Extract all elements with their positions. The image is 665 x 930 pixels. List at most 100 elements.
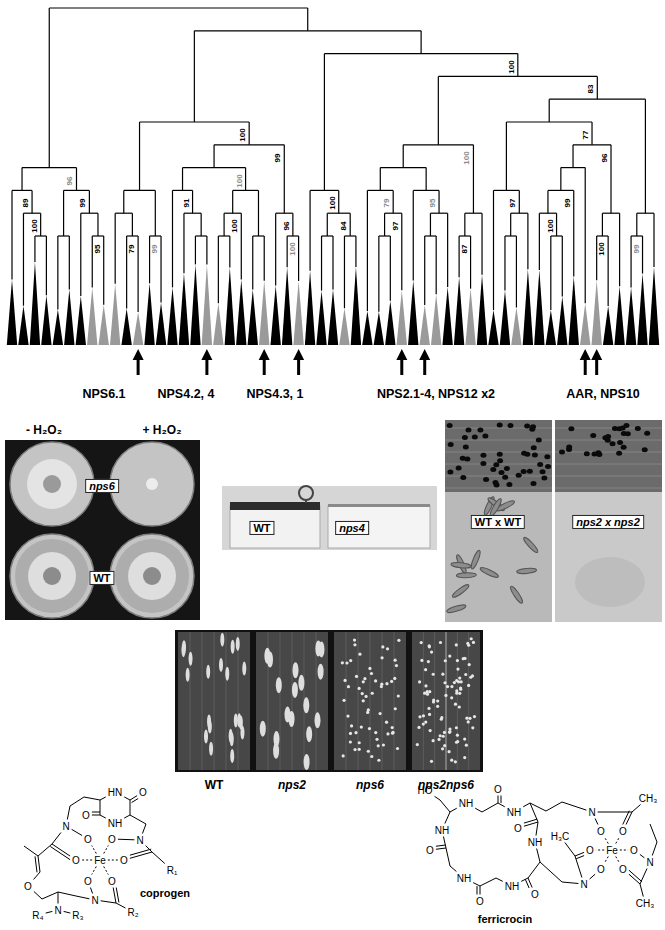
chemical-bond	[640, 854, 644, 857]
tree-branch	[539, 213, 540, 270]
lesion	[391, 732, 394, 735]
tree-branch	[473, 145, 474, 213]
lesion	[472, 641, 475, 644]
tree-branch	[139, 122, 140, 190]
lesion	[396, 747, 399, 750]
lesion	[209, 742, 213, 756]
lesion	[426, 693, 429, 696]
atom-label: CH₃	[636, 898, 655, 909]
tree-branch	[464, 213, 465, 236]
tree-branch	[591, 122, 592, 145]
chemical-bond	[540, 862, 562, 882]
chemical-bond	[530, 803, 546, 811]
chemical-bond	[562, 882, 578, 883]
pseudothecium	[497, 452, 503, 457]
leaf-vein	[423, 632, 424, 770]
bootstrap-value: 77	[582, 130, 590, 141]
tree-branch	[424, 236, 425, 305]
chemical-bond	[101, 901, 116, 903]
pseudothecium	[466, 427, 472, 432]
chemical-bond	[116, 888, 119, 903]
tree-branch	[630, 236, 631, 287]
tree-branch	[80, 213, 81, 296]
tree-branch	[275, 213, 276, 285]
lesion	[424, 720, 427, 723]
bootstrap-value: 100	[598, 241, 606, 256]
lesion	[429, 729, 432, 732]
tree-branch	[470, 236, 471, 289]
lesion	[444, 694, 447, 697]
tree-branch	[57, 236, 58, 310]
lesion	[395, 664, 398, 667]
pseudothecium	[497, 423, 503, 428]
chemical-bond	[435, 796, 441, 800]
lesion	[418, 715, 421, 718]
collapsed-clade	[64, 289, 74, 345]
tree-branch	[619, 213, 620, 286]
strain-label: nps6	[356, 779, 384, 792]
atom-label: N	[646, 857, 653, 868]
chemical-bond	[640, 869, 647, 885]
lesion	[454, 760, 457, 763]
compound-name: ferricrocin	[478, 913, 532, 925]
collapsed-clade	[179, 273, 189, 345]
chemical-bond	[90, 888, 92, 894]
clade-arrow	[580, 349, 591, 375]
tree-branch	[229, 236, 230, 267]
clade-label: NPS4.2, 4	[158, 388, 215, 402]
lesion	[428, 645, 431, 648]
ascospore	[479, 566, 499, 579]
arrow-head	[133, 349, 144, 360]
pseudothecium	[532, 452, 538, 457]
lesion	[350, 724, 353, 727]
collapsed-clade	[236, 280, 246, 345]
tree-branch	[367, 190, 368, 311]
lesion	[260, 721, 266, 737]
tree-branch	[182, 168, 183, 191]
lesion	[386, 647, 389, 650]
ascospore	[456, 572, 476, 578]
chemical-bond	[58, 892, 59, 904]
tree-branch	[602, 213, 603, 236]
tree-branch	[550, 236, 551, 310]
leaf-vein	[238, 632, 239, 770]
chemical-bond	[480, 878, 496, 886]
bootstrap-value: 100	[329, 196, 337, 211]
tree-branch	[573, 190, 574, 276]
pseudothecium	[621, 445, 627, 450]
lesion	[456, 659, 459, 662]
tree-branch	[183, 213, 184, 273]
lesion	[436, 699, 439, 702]
clade-arrow	[419, 349, 430, 375]
bootstrap-value: 91	[183, 198, 191, 209]
lesion	[455, 643, 458, 646]
chemical-bond	[76, 896, 89, 899]
atom-label: O	[24, 881, 32, 892]
lesion	[456, 740, 459, 743]
lesion	[458, 692, 461, 695]
arrow-head	[591, 349, 602, 360]
pseudothecium	[531, 445, 537, 450]
tree-branch	[390, 236, 391, 301]
lesion	[430, 760, 433, 763]
fungal-colony	[115, 539, 189, 613]
lesion	[377, 744, 380, 747]
tree-branch	[421, 31, 422, 54]
leaf-vein	[292, 632, 293, 770]
arrow-shaft	[584, 358, 587, 375]
chemical-bond	[575, 856, 582, 878]
petri-dish	[110, 534, 194, 618]
pseudothecium	[460, 456, 466, 461]
chemical-bond	[443, 837, 446, 849]
pseudothecium	[498, 470, 504, 475]
lesion	[342, 754, 345, 757]
lesion	[293, 662, 299, 678]
chemical-bond	[67, 806, 70, 820]
lesion	[455, 726, 458, 729]
arrow-head	[580, 349, 591, 360]
bootstrap-value: 87	[461, 244, 469, 255]
lesion	[443, 681, 446, 684]
collapsed-clade	[385, 301, 395, 345]
tree-branch	[436, 236, 437, 294]
thin-mycelium	[328, 504, 430, 507]
